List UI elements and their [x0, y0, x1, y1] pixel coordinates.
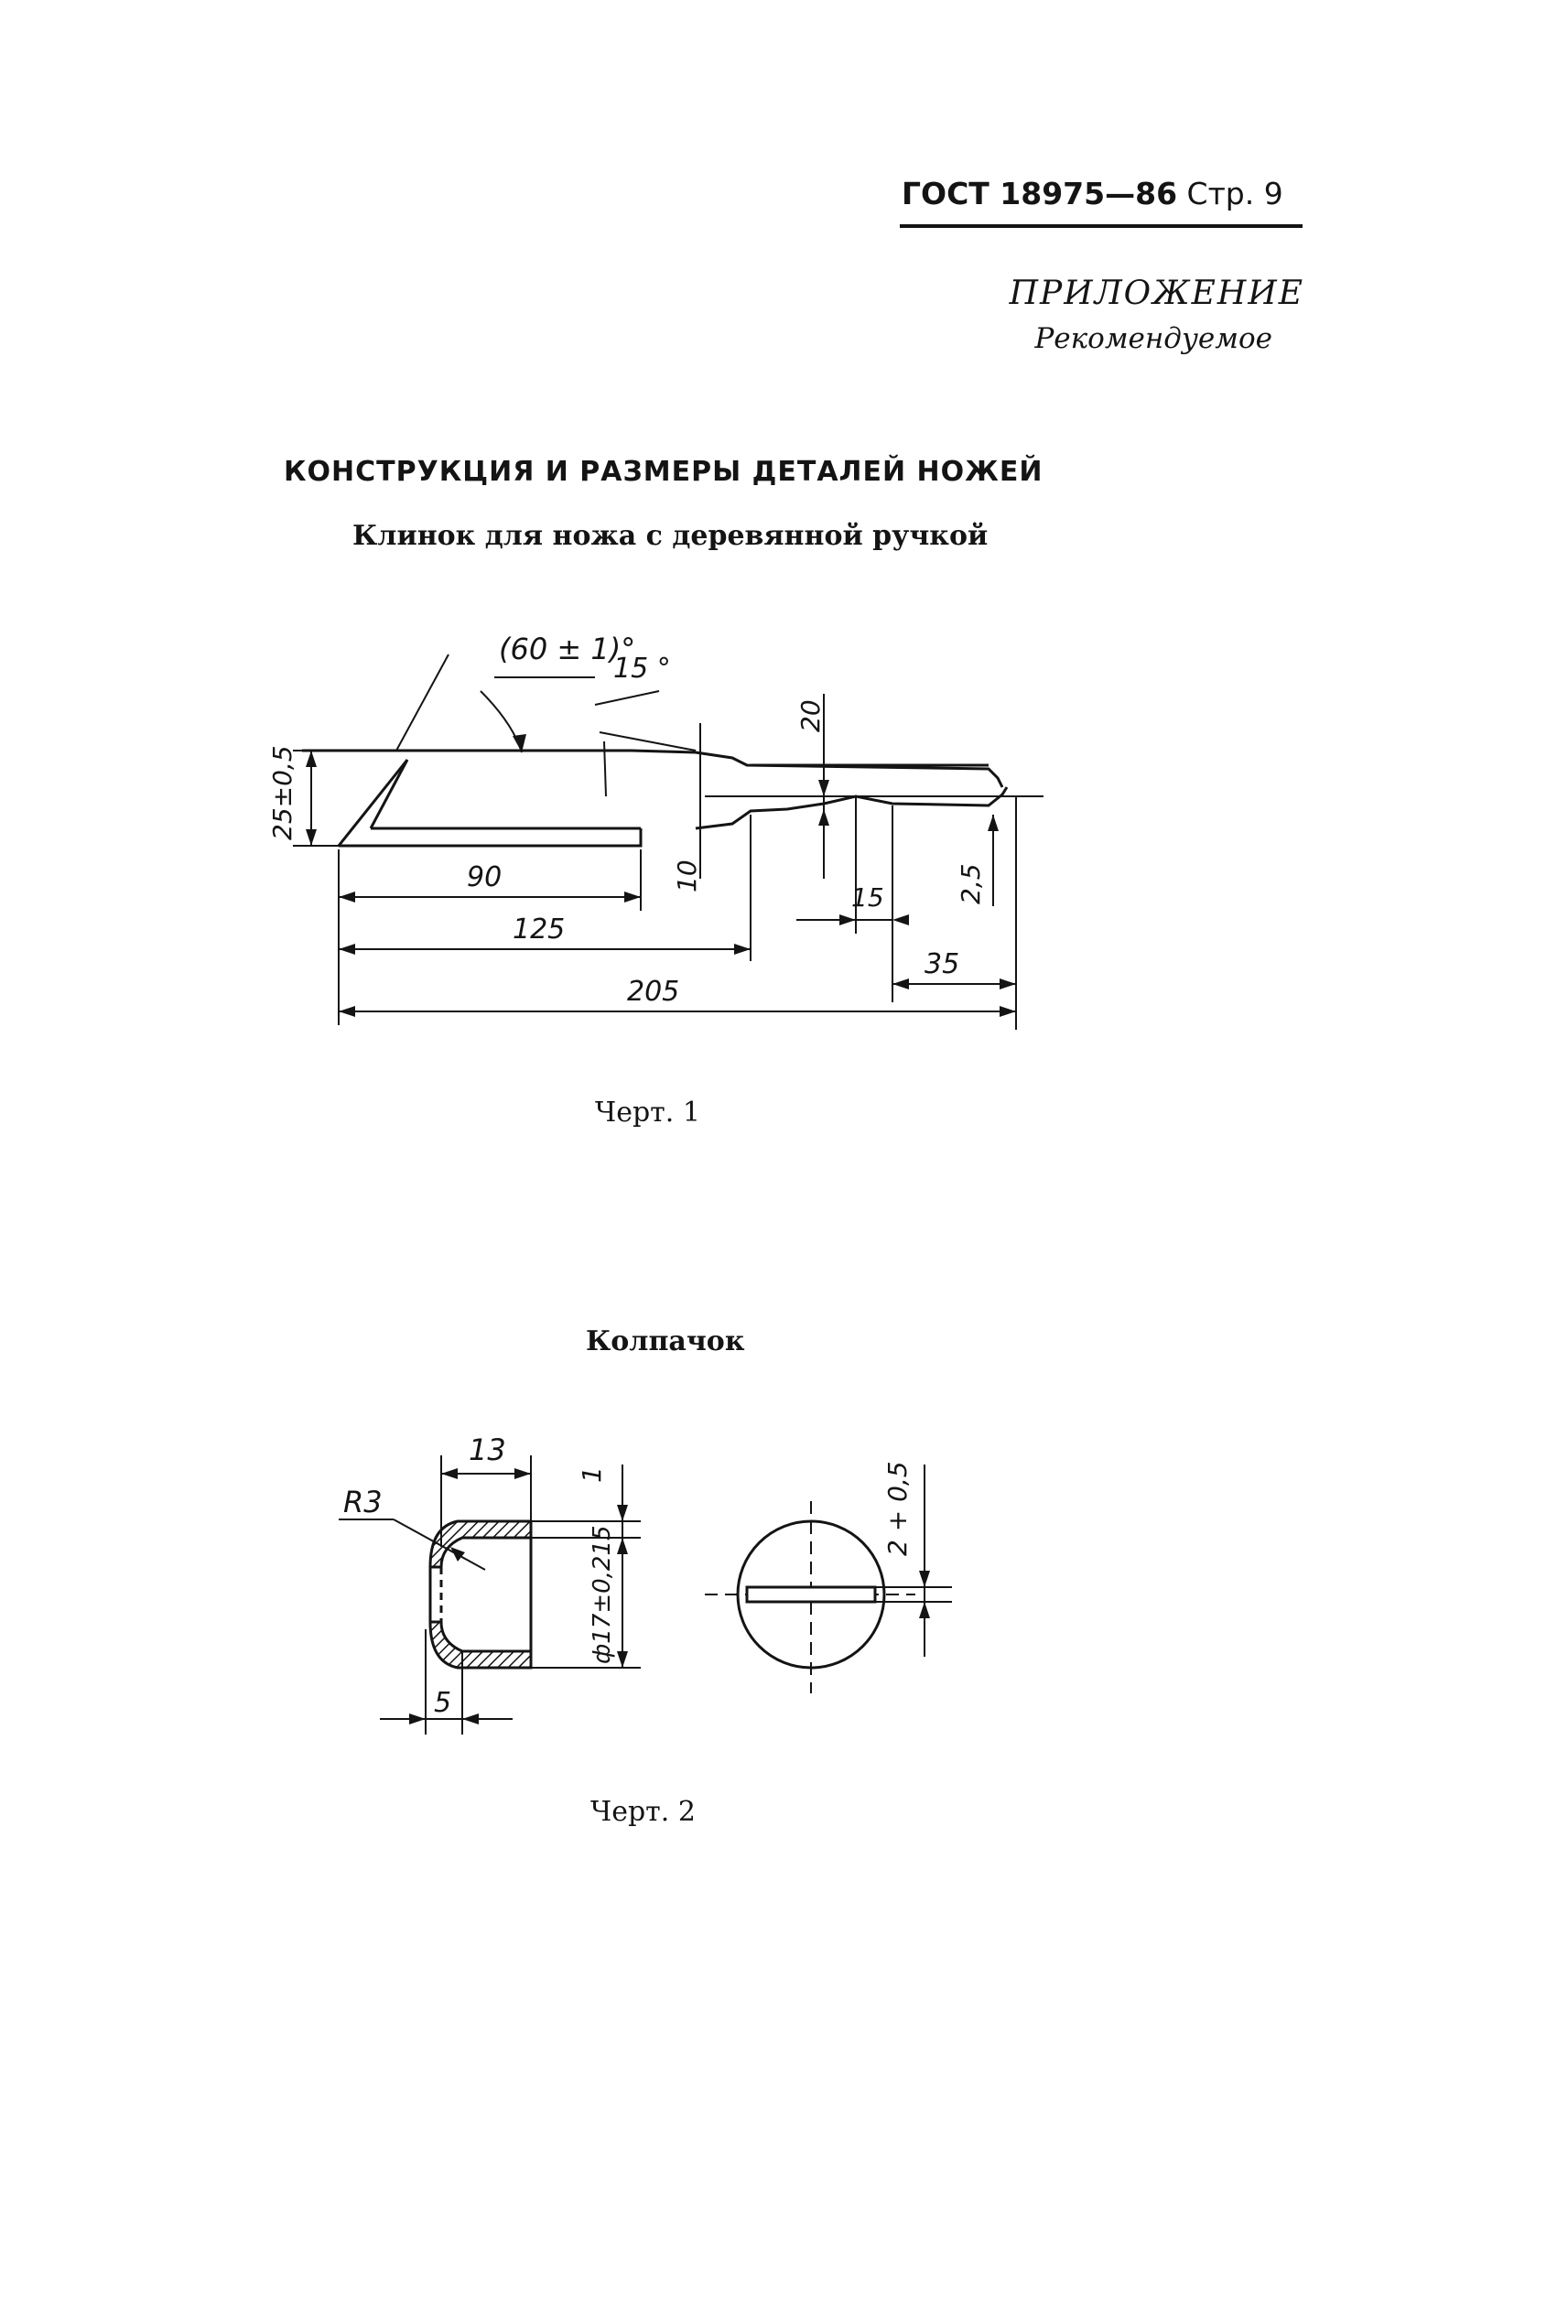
- section-title: КОНСТРУКЦИЯ И РАЗМЕРЫ ДЕТАЛЕЙ НОЖЕЙ: [284, 456, 1044, 488]
- blade-outline: [302, 749, 1004, 788]
- page-number: Стр. 9: [1186, 176, 1283, 211]
- blade-spine: [337, 759, 409, 847]
- standard-number: ГОСТ 18975—86: [902, 176, 1178, 211]
- dim-15: 15: [851, 882, 884, 913]
- cap-wall-top: [428, 1519, 533, 1569]
- dim-length: 13: [469, 1432, 506, 1467]
- figure1-title: Клинок для ножа с деревянной ручкой: [352, 520, 989, 552]
- dim-10: 10: [672, 859, 702, 892]
- dim-20: 20: [795, 699, 826, 732]
- dim-slot: 2 + 0,5: [882, 1461, 913, 1556]
- blade-edge: [339, 828, 643, 848]
- cap-slot: [745, 1585, 877, 1604]
- dim-90: 90: [467, 861, 502, 893]
- header-rule: [900, 224, 1303, 228]
- figure2-title: Колпачок: [586, 1325, 745, 1357]
- figure2-caption: Черт. 2: [590, 1796, 696, 1828]
- figure1-caption: Черт. 1: [595, 1097, 700, 1129]
- dim-tip-angle: 15 °: [613, 653, 671, 685]
- appendix-status: Рекомендуемое: [1034, 322, 1272, 355]
- dim-125: 125: [513, 913, 565, 946]
- page-header: ГОСТ 18975—86 Стр. 9: [902, 176, 1304, 211]
- dim-width: 25±0,5: [267, 745, 297, 840]
- dim-diameter: ф17±0,215: [589, 1525, 616, 1664]
- dim-wall: 1: [577, 1466, 607, 1483]
- dim-2-5: 2,5: [956, 863, 986, 904]
- appendix-title: ПРИЛОЖЕНИЕ: [1009, 275, 1304, 312]
- dim-angle: (60 ± 1)°: [499, 632, 635, 666]
- cap-wall-bottom: [428, 1620, 533, 1670]
- dim-205: 205: [627, 976, 679, 1008]
- blade-tang: [695, 786, 1009, 830]
- dim-radius: R3: [343, 1485, 383, 1519]
- dim-35: 35: [925, 948, 959, 980]
- dim-depth: 5: [434, 1687, 451, 1719]
